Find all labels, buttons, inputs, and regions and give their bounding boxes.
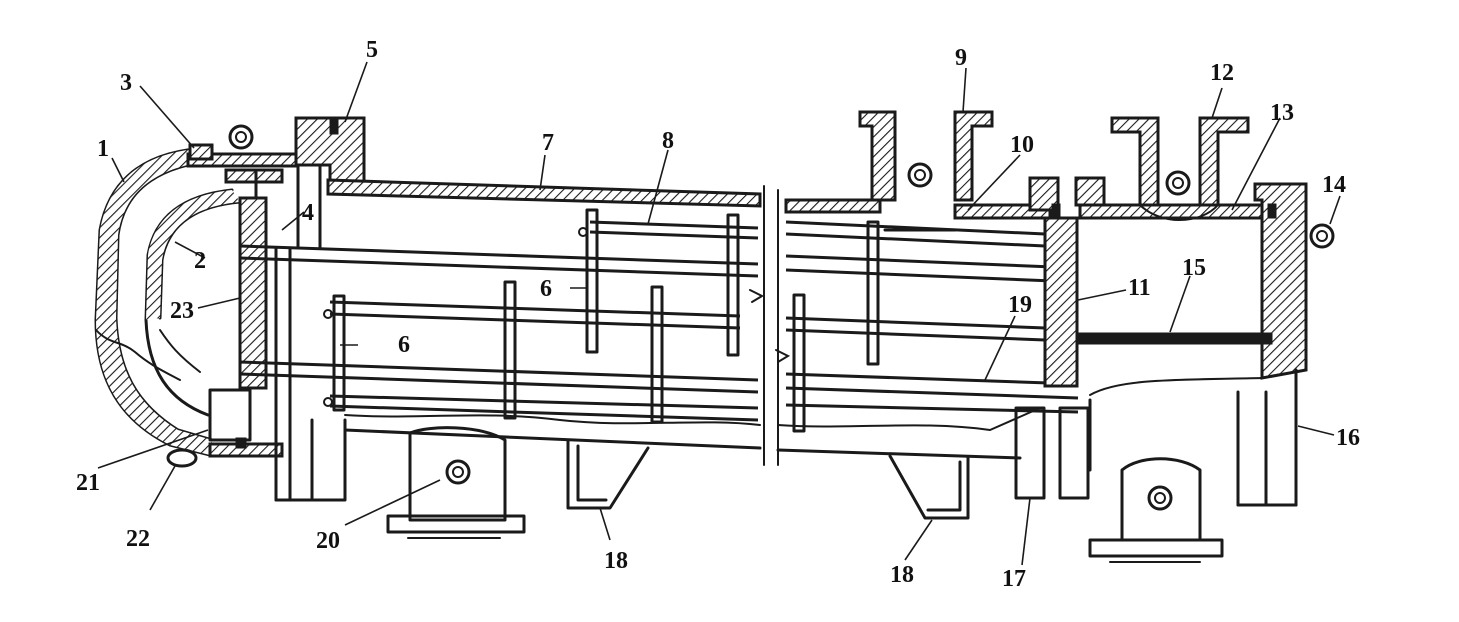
label-7: 7 — [542, 130, 554, 156]
part-labels: 1 2 3 4 5 6 6 7 8 9 10 11 12 13 14 15 16… — [76, 37, 1360, 592]
label-10: 10 — [1010, 132, 1034, 158]
label-14: 14 — [1322, 172, 1346, 198]
label-12: 12 — [1210, 60, 1234, 86]
section-break — [763, 185, 779, 466]
label-23: 23 — [170, 298, 194, 324]
label-18b: 18 — [890, 562, 914, 588]
label-1: 1 — [97, 136, 109, 162]
saddle-support-left — [566, 438, 650, 510]
baffles-left — [323, 208, 740, 424]
label-16: 16 — [1336, 425, 1360, 451]
head-flange-bottom — [166, 388, 284, 468]
tube-bundle-left — [239, 220, 765, 422]
channel-box — [1074, 116, 1335, 563]
leader-lines — [97, 61, 1341, 566]
label-13: 13 — [1270, 100, 1294, 126]
label-4: 4 — [302, 200, 314, 226]
label-6a: 6 — [540, 276, 552, 302]
label-21: 21 — [76, 470, 100, 496]
label-8: 8 — [662, 128, 674, 154]
label-15: 15 — [1182, 255, 1206, 281]
label-2: 2 — [194, 248, 206, 274]
shell-left-section — [274, 116, 762, 502]
label-19: 19 — [1008, 292, 1032, 318]
label-18a: 18 — [604, 548, 628, 574]
saddle-support-right — [888, 454, 970, 520]
label-20: 20 — [316, 528, 340, 554]
floating-head-cover — [94, 146, 242, 457]
head-flange-top — [186, 124, 300, 200]
label-5: 5 — [366, 37, 378, 63]
shell-right-section — [775, 110, 1090, 500]
label-3: 3 — [120, 70, 132, 96]
label-17: 17 — [1002, 566, 1026, 592]
inlet-nozzle-bottom — [386, 426, 526, 539]
label-22: 22 — [126, 526, 150, 552]
floating-tube-sheet — [238, 196, 268, 390]
label-9: 9 — [955, 45, 967, 71]
label-11: 11 — [1128, 275, 1151, 301]
label-6b: 6 — [398, 332, 410, 358]
